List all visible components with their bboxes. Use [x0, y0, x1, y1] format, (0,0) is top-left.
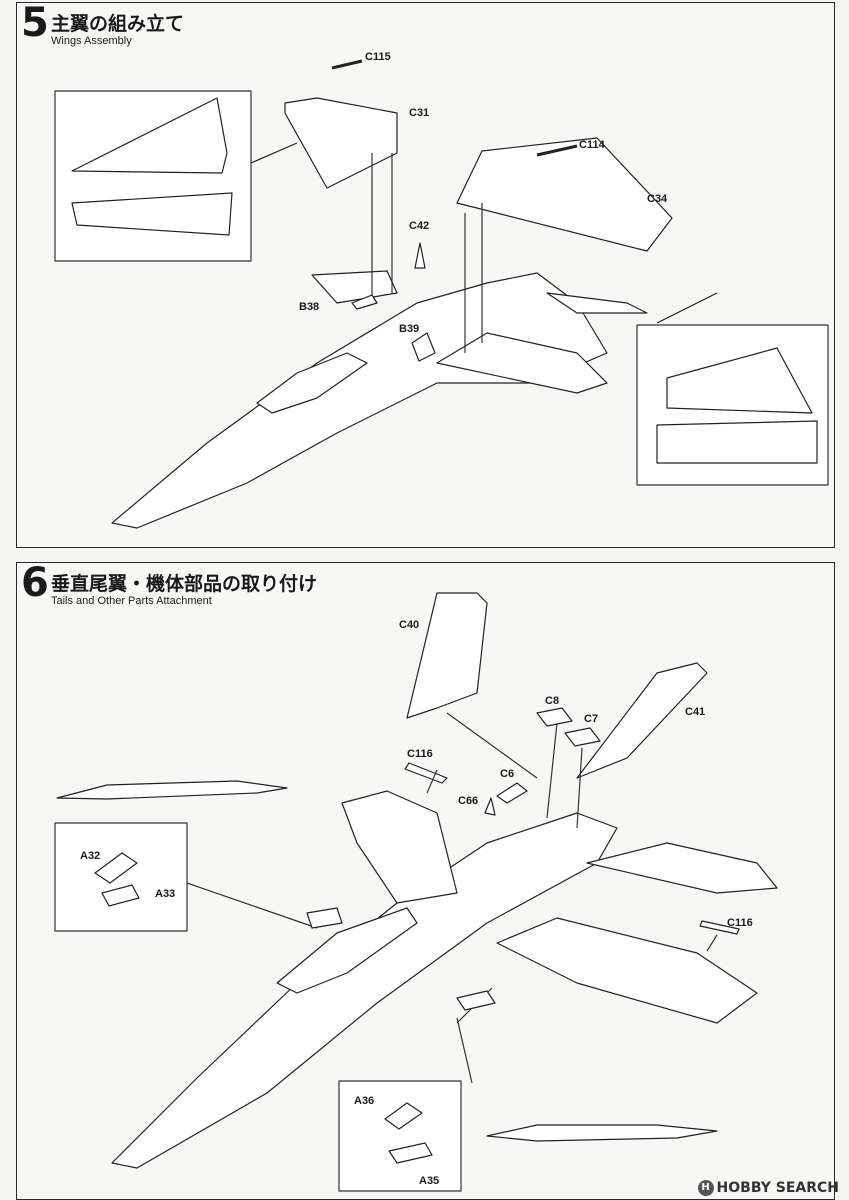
part-label: C34	[647, 193, 668, 205]
part-label: C6	[500, 768, 515, 780]
part-label: C7	[584, 713, 599, 725]
part-label: C31	[409, 107, 430, 119]
tails-attachment-diagram	[54, 592, 778, 1192]
step-6-panel: 6 垂直尾翼・機体部品の取り付け Tails and Other Parts A…	[16, 562, 835, 1200]
part-label: C8	[545, 695, 560, 707]
part-label: C116	[727, 917, 753, 929]
part-label: B39	[399, 323, 420, 335]
part-label: C115	[365, 51, 391, 63]
part-label: A33	[155, 888, 176, 900]
step-title-jp: 主翼の組み立て	[51, 13, 185, 35]
step-number: 5	[21, 0, 49, 46]
part-label: C42	[409, 220, 430, 232]
part-label: A36	[354, 1095, 375, 1107]
part-label: A32	[80, 850, 101, 862]
part-label: A35	[419, 1175, 440, 1187]
part-label: C116	[407, 748, 433, 760]
part-label: B38	[299, 301, 320, 313]
part-label: C40	[399, 619, 420, 631]
step-title-jp: 垂直尾翼・機体部品の取り付け	[51, 573, 318, 595]
part-label: C114	[579, 139, 605, 151]
wings-assembly-diagram	[54, 59, 829, 529]
step-5-panel: 5 主翼の組み立て Wings Assembly	[16, 2, 835, 548]
step-title-en: Wings Assembly	[51, 35, 132, 47]
step-title-en: Tails and Other Parts Attachment	[51, 595, 212, 607]
logo-icon: H	[697, 1180, 714, 1196]
part-label: C66	[458, 795, 479, 807]
part-label: C41	[685, 706, 706, 718]
step-number: 6	[21, 560, 49, 606]
